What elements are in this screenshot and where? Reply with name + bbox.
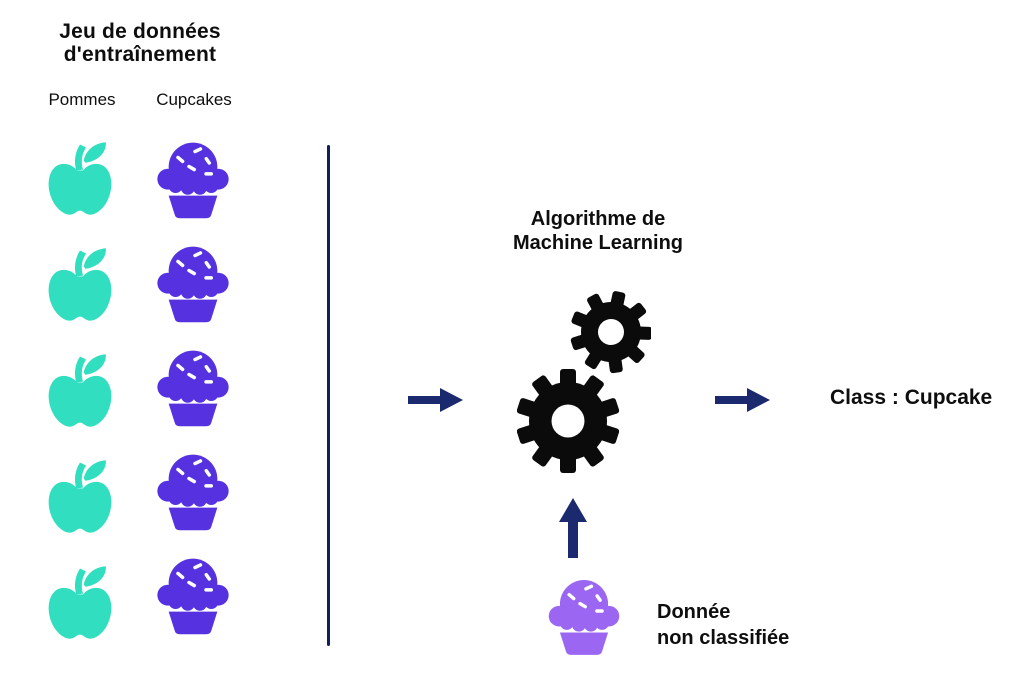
column-label-cupcakes: Cupcakes bbox=[156, 90, 232, 109]
cupcakes-column bbox=[149, 140, 237, 636]
divider-line bbox=[327, 145, 330, 646]
column-label-pommes: Pommes bbox=[48, 90, 116, 109]
apples-column bbox=[42, 140, 118, 646]
cupcake-icon bbox=[157, 558, 229, 635]
unclassified-data-label: Donnée non classifiée bbox=[657, 601, 790, 649]
output-class-label: Class : Cupcake bbox=[830, 386, 993, 409]
apple-icon bbox=[48, 248, 112, 321]
arrow-right-icon bbox=[715, 388, 770, 412]
cupcake-icon bbox=[157, 350, 229, 427]
training-dataset-title: Jeu de données d'entraînement bbox=[59, 20, 221, 66]
apple-icon bbox=[48, 460, 112, 533]
arrow-right-icon bbox=[408, 388, 463, 412]
cupcake-icon bbox=[157, 454, 229, 531]
arrow-up-icon bbox=[559, 498, 587, 558]
unclassified-cupcake-icon bbox=[548, 580, 620, 655]
apple-icon bbox=[48, 142, 112, 215]
apple-icon bbox=[48, 566, 112, 639]
algorithm-label: Algorithme de Machine Learning bbox=[512, 208, 684, 254]
apple-icon bbox=[48, 354, 112, 427]
cupcake-icon bbox=[157, 142, 229, 219]
gears-icon bbox=[517, 291, 651, 473]
cupcake-icon bbox=[157, 246, 229, 323]
